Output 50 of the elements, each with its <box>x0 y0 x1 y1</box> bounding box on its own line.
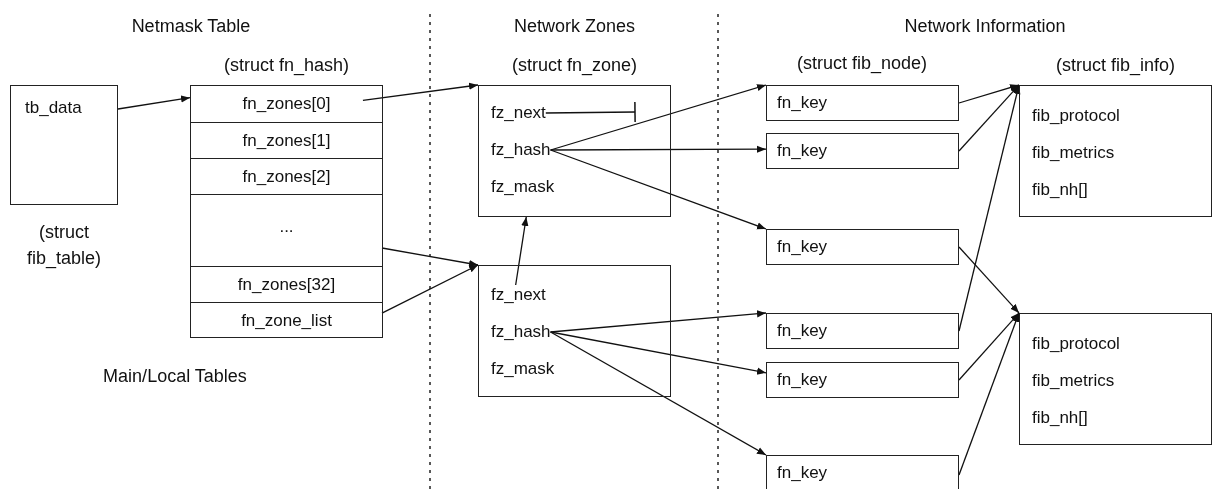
pointer-arrow <box>958 312 1020 476</box>
field-name: fn_key <box>777 237 828 257</box>
pointer-arrow <box>549 84 767 151</box>
pointer-arrow <box>958 84 1020 152</box>
field-name: fib_protocol <box>1032 106 1120 126</box>
field-name: fib_metrics <box>1032 371 1115 391</box>
pointer-arrow <box>549 310 767 333</box>
field-name: fz_mask <box>491 177 555 197</box>
array-slot: ... <box>191 194 382 266</box>
field-name: fib_nh[] <box>1032 180 1088 200</box>
field-name: fib_protocol <box>1032 334 1120 354</box>
pointer-arrow <box>381 247 479 267</box>
pointer-arrow <box>549 331 767 456</box>
pointer-arrow <box>958 84 1021 332</box>
section-heading: Main/Local Tables <box>102 366 248 387</box>
pointer-arrow <box>958 312 1020 381</box>
section-heading: (struct fib_node) <box>795 53 929 74</box>
field-name: fn_key <box>777 463 828 483</box>
field-name: fz_hash <box>491 140 551 160</box>
section-heading: Network Information <box>903 16 1067 37</box>
field-name: tb_data <box>25 98 82 118</box>
pointer-arrow <box>958 84 1020 104</box>
field-name: fn_key <box>777 141 828 161</box>
field-name: fn_key <box>777 370 828 390</box>
array-slot: fn_zones[0] <box>191 86 382 122</box>
field-name: fn_key <box>777 321 828 341</box>
pointer-arrow <box>381 264 479 314</box>
pointer-arrow <box>549 145 767 153</box>
field-name: fib_metrics <box>1032 143 1115 163</box>
pointer-arrow <box>515 216 529 286</box>
pointer-arrow <box>117 95 191 110</box>
field-name: fib_nh[] <box>1032 408 1088 428</box>
array-slot: fn_zone_list <box>191 302 382 339</box>
section-heading: Netmask Table <box>130 16 252 37</box>
struct-caption: (struct fib_table) <box>25 221 103 271</box>
section-heading: Network Zones <box>512 16 636 37</box>
array-slot: fn_zones[1] <box>191 122 382 158</box>
field-name: fn_key <box>777 93 828 113</box>
struct-label: (struct fib_info) <box>1054 55 1176 76</box>
struct-label: (struct fn_zone) <box>510 55 639 76</box>
array-slot: fn_zones[32] <box>191 266 382 302</box>
pointer-arrow <box>549 149 767 230</box>
field-name: fz_mask <box>491 359 555 379</box>
field-name: fz_next <box>491 285 546 305</box>
field-name: fz_hash <box>491 322 551 342</box>
struct-label: (struct fn_hash) <box>222 55 351 76</box>
pointer-arrow <box>958 246 1020 314</box>
pointer-arrow <box>362 82 479 102</box>
field-name: fz_next <box>491 103 546 123</box>
array-slot: fn_zones[2] <box>191 158 382 194</box>
